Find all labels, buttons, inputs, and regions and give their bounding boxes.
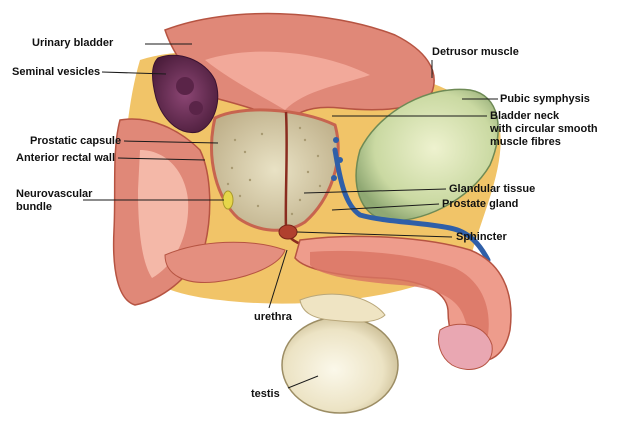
seminal-lobule [189,101,203,115]
glans [438,323,493,370]
label-urinary-bladder: Urinary bladder [32,37,114,49]
label-prostatic-capsule: Prostatic capsule [30,135,122,147]
testis-body [281,316,399,414]
perineal-muscles [164,241,286,284]
epididymis [299,293,386,323]
seminal-lobule [176,77,194,95]
label-anterior-rectal-wall: Anterior rectal wall [16,152,116,164]
rectal-lumen [138,150,189,278]
glandular-texture [226,126,322,216]
leader-lines [83,43,498,389]
dorsal-vein [332,147,491,263]
label-urethra: urethra [254,311,292,323]
bladder-lumen [205,51,370,110]
neurovascular-bundle [222,190,234,210]
label-neurovascular-bundle: Neurovascular bundle [16,188,93,213]
label-pubic-symphysis: Pubic symphysis [500,93,590,105]
label-bladder-neck: Bladder neck with circular smooth muscle… [490,110,598,148]
prostate-gland [210,108,340,232]
label-prostate-gland: Prostate gland [442,198,519,210]
venous-plexus [331,137,343,181]
label-detrusor-muscle: Detrusor muscle [432,46,519,58]
label-sphincter: Sphincter [456,231,507,243]
pubic-symphysis [355,88,499,222]
sphincter-muscle [278,224,298,240]
label-glandular-tissue: Glandular tissue [449,183,536,195]
corpus-spongiosum [310,250,489,338]
label-testis: testis [251,388,280,400]
label-seminal-vesicles: Seminal vesicles [12,66,101,78]
